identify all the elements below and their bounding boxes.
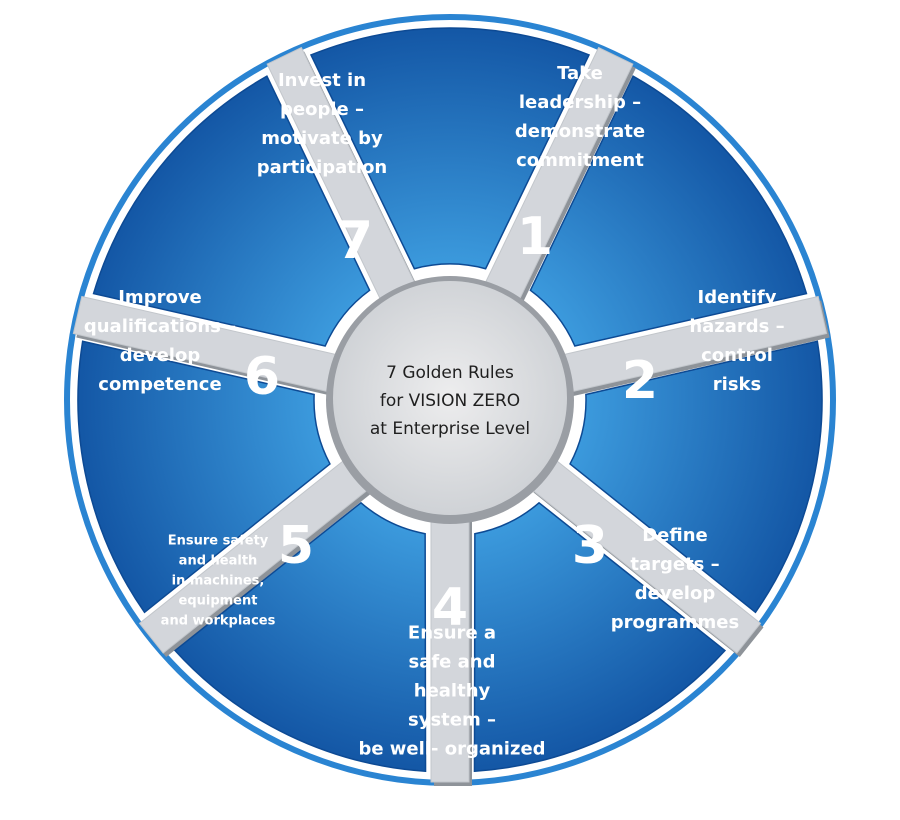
segment-7 (92, 75, 371, 347)
segment-5-text-line: Ensure safety (168, 534, 269, 549)
segment-1-label: Take leadership – demonstrate commitment 1 (515, 63, 645, 267)
segment-2 (529, 75, 808, 347)
spokes (72, 46, 830, 786)
segment-5-text-line: equipment (179, 594, 258, 609)
segment-3-number: 3 (572, 516, 608, 576)
center-title-line-1: 7 Golden Rules (386, 363, 514, 383)
segment-4-text-line: Ensure a (408, 622, 496, 643)
segment-3-text-line: Define (642, 525, 708, 546)
segment-4-text-line: system – (408, 709, 496, 730)
segment-7-text-line: participation (257, 157, 388, 178)
segment-1-text-line: commitment (516, 150, 644, 171)
segment-7-text-line: Invest in (278, 70, 366, 91)
segment-5-text-line: and workplaces (161, 614, 276, 629)
segment-1-text-line: demonstrate (515, 121, 645, 142)
segment-2-text-line: Identify (698, 287, 777, 308)
segment-7-label: Invest in people – motivate by participatio… (257, 70, 388, 271)
segment-1 (309, 27, 591, 270)
segment-2-text-line: risks (713, 374, 761, 395)
segment-4-label: Ensure a safe and healthy system – be well- … (358, 578, 545, 759)
segment-6-label: Improve qualifications – develop competence… (84, 287, 280, 407)
segment-3-text-line: targets – (630, 554, 719, 575)
segment-6-number: 6 (244, 347, 280, 407)
segment-5-number: 5 (278, 516, 314, 576)
segment-4-text-line: healthy (414, 680, 491, 701)
segment-labels: Take leadership – demonstrate commitment 1Id… (84, 63, 785, 759)
segment-3-label: Define targets – develop programmes 3 (572, 516, 739, 633)
center-title: 7 Golden Rules for VISION ZERO at Enterp… (370, 363, 530, 439)
segment-3 (569, 340, 823, 614)
center-title-line-2: for VISION ZERO (380, 391, 520, 411)
segment-6 (77, 340, 331, 614)
segment-1-text-line: Take (557, 63, 603, 84)
segment-7-text-line: people – (280, 99, 364, 120)
segment-2-text-line: control (701, 345, 773, 366)
segment-5 (173, 501, 427, 772)
segment-5-label: Ensure safety and health in machines, equip… (161, 516, 314, 629)
segment-7-number: 7 (337, 211, 373, 271)
segment-6-text-line: qualifications – (84, 316, 236, 337)
segment-2-text-line: hazards – (689, 316, 784, 337)
segment-2-number: 2 (622, 351, 658, 411)
segment-7-text-line: motivate by (261, 128, 383, 149)
segment-3-text-line: develop (635, 583, 716, 604)
segment-4 (473, 501, 727, 772)
segment-6-text-line: competence (98, 374, 221, 395)
segments (77, 27, 823, 772)
segment-1-text-line: leadership – (519, 92, 641, 113)
segment-2-label: Identify hazards – control risks 2 (622, 287, 785, 411)
segment-5-text-line: and health (179, 554, 258, 569)
segment-6-text-line: Improve (118, 287, 202, 308)
segment-4-text-line: be well- organized (358, 738, 545, 759)
segment-3-text-line: programmes (611, 612, 739, 633)
center-hub (333, 281, 567, 515)
segment-1-number: 1 (517, 207, 553, 267)
segment-5-text-line: in machines, (172, 574, 265, 589)
segment-6-text-line: develop (120, 345, 201, 366)
center-title-line-3: at Enterprise Level (370, 419, 530, 439)
segment-4-number: 4 (432, 578, 468, 638)
segment-4-text-line: safe and (408, 651, 495, 672)
